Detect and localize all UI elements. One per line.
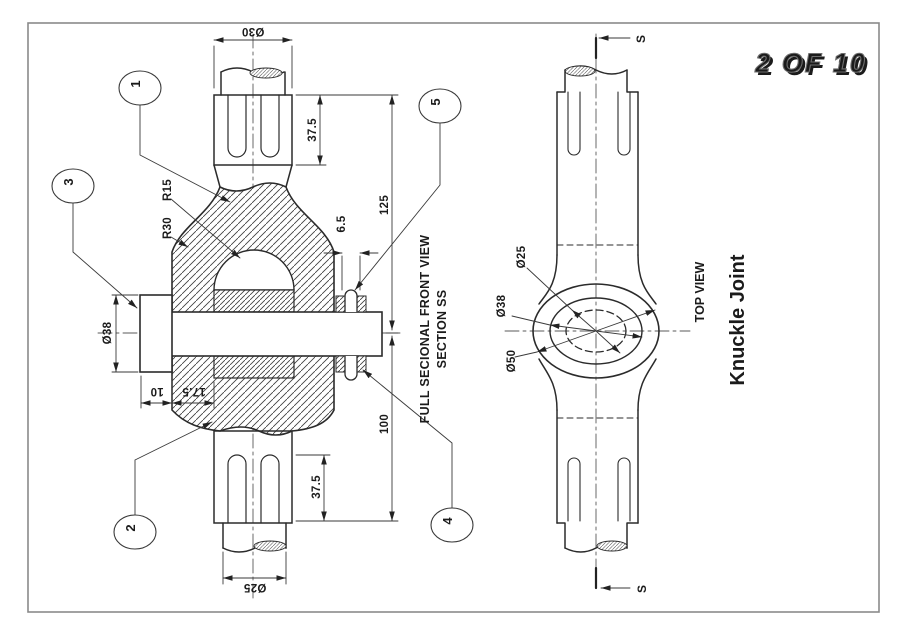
balloon-2-label: 2 — [123, 524, 138, 531]
front-view-caption-line1: FULL SECIONAL FRONT VIEW — [418, 235, 432, 424]
balloon-2 — [113, 514, 157, 550]
top-view-outline — [532, 65, 660, 553]
section-marker-bottom-label: S — [635, 585, 649, 593]
balloon-5 — [418, 88, 462, 124]
section-plane-markers: S S — [594, 35, 649, 593]
dim-topview-inner: Ø25 — [516, 245, 528, 268]
balloon-3-label: 3 — [61, 178, 76, 185]
top-view-caption: TOP VIEW — [693, 261, 707, 322]
eye-cavity-arch — [213, 249, 295, 291]
sheet-number-shadow: 2 OF 10 — [757, 51, 870, 81]
top-view: S S — [496, 33, 749, 593]
dim-upper-length: 125 — [379, 195, 391, 215]
balloon-leaders — [72, 104, 453, 516]
dim-topview-middle: Ø38 — [496, 294, 508, 317]
dim-upper-block-height: 37.5 — [307, 118, 319, 142]
pin-head — [139, 294, 173, 373]
dim-top-diameter: Ø30 — [242, 25, 265, 37]
front-dimension-texts: Ø30 37.5 125 6.5 R15 R30 Ø38 10 17.5 100… — [102, 25, 391, 593]
dim-bottom-diameter: Ø25 — [243, 581, 266, 593]
upper-rod-end — [213, 67, 293, 188]
sheet-number-label: 2 OF 10 — [754, 48, 867, 78]
top-view-dimension-texts: Ø25 Ø38 Ø50 — [496, 245, 528, 372]
dim-fillet-small: R15 — [162, 179, 174, 201]
top-view-dimension-lines — [511, 267, 656, 358]
balloon-1-label: 1 — [128, 80, 143, 87]
dim-lower-length: 100 — [379, 414, 391, 434]
front-dimension-lines — [111, 37, 399, 585]
dim-head-width: 10 — [150, 385, 163, 397]
dim-topview-outer: Ø50 — [506, 350, 518, 373]
balloon-4-label: 4 — [440, 517, 455, 525]
dim-taper-pin-width: 6.5 — [336, 215, 348, 232]
knuckle-pin — [169, 311, 383, 357]
lower-rod-end — [213, 430, 293, 553]
dim-head-offset: 17.5 — [182, 385, 206, 397]
dim-lower-block-height: 37.5 — [311, 475, 323, 499]
balloon-5-label: 5 — [428, 98, 443, 105]
collar-and-taper-pin — [335, 289, 367, 381]
front-view: Ø30 37.5 125 6.5 R15 R30 Ø38 10 17.5 100… — [51, 25, 474, 603]
dim-pin-head-diameter: Ø38 — [102, 321, 114, 344]
drawing-title: Knuckle Joint — [727, 254, 749, 385]
balloon-3 — [51, 168, 95, 204]
front-view-caption: FULL SECIONAL FRONT VIEW SECTION SS — [418, 235, 449, 424]
section-marker-top-label: S — [634, 35, 648, 43]
front-view-caption-line2: SECTION SS — [435, 290, 449, 369]
balloon-callouts: 1 3 2 4 5 — [51, 70, 474, 550]
balloon-4 — [430, 507, 474, 543]
sheet-number: 2 OF 10 2 OF 10 — [754, 47, 870, 81]
eye-band-lower — [213, 355, 295, 379]
eye-band-upper — [213, 289, 295, 313]
balloon-1 — [118, 70, 162, 106]
dim-fillet-large: R30 — [162, 217, 174, 239]
